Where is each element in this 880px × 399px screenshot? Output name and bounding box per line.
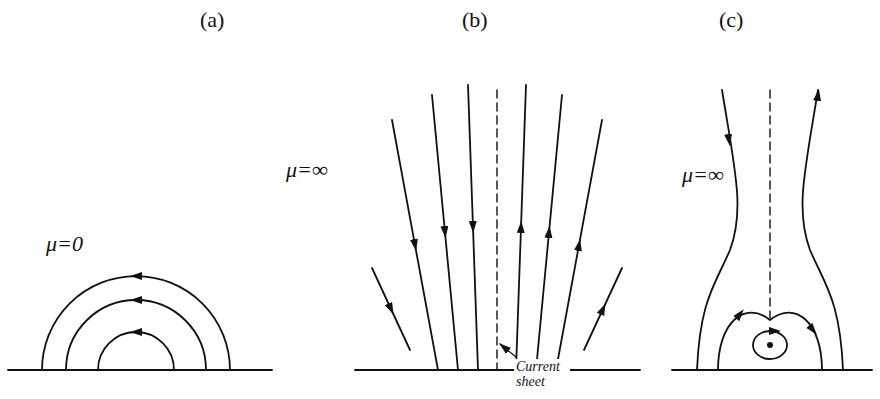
field-line [98,332,174,370]
symmetry-axis [769,90,770,318]
callout-label: Current sheet [514,359,570,390]
panel-label: (a) [200,8,224,32]
field-line [42,276,230,370]
field-loop [753,331,787,359]
field-line [392,120,438,370]
boundary-line [8,369,272,371]
field-line [556,120,602,370]
permeability-label: μ=0 [46,232,83,256]
field-line [432,95,458,370]
field-line [697,90,738,370]
current-point [767,342,773,348]
symmetry-axis [496,90,497,370]
field-line [536,95,562,370]
field-line [584,268,622,350]
field-line [468,85,478,370]
field-line [802,90,843,370]
field-line [372,268,410,350]
field-line [718,313,822,370]
panel-label: (b) [462,8,488,32]
permeability-label: μ=∞ [682,163,724,187]
permeability-label: μ=∞ [286,158,328,182]
leader-line [500,344,516,357]
boundary-line [672,369,872,371]
panel-label: (c) [719,8,743,32]
field-line [516,85,526,370]
field-line [66,300,206,370]
